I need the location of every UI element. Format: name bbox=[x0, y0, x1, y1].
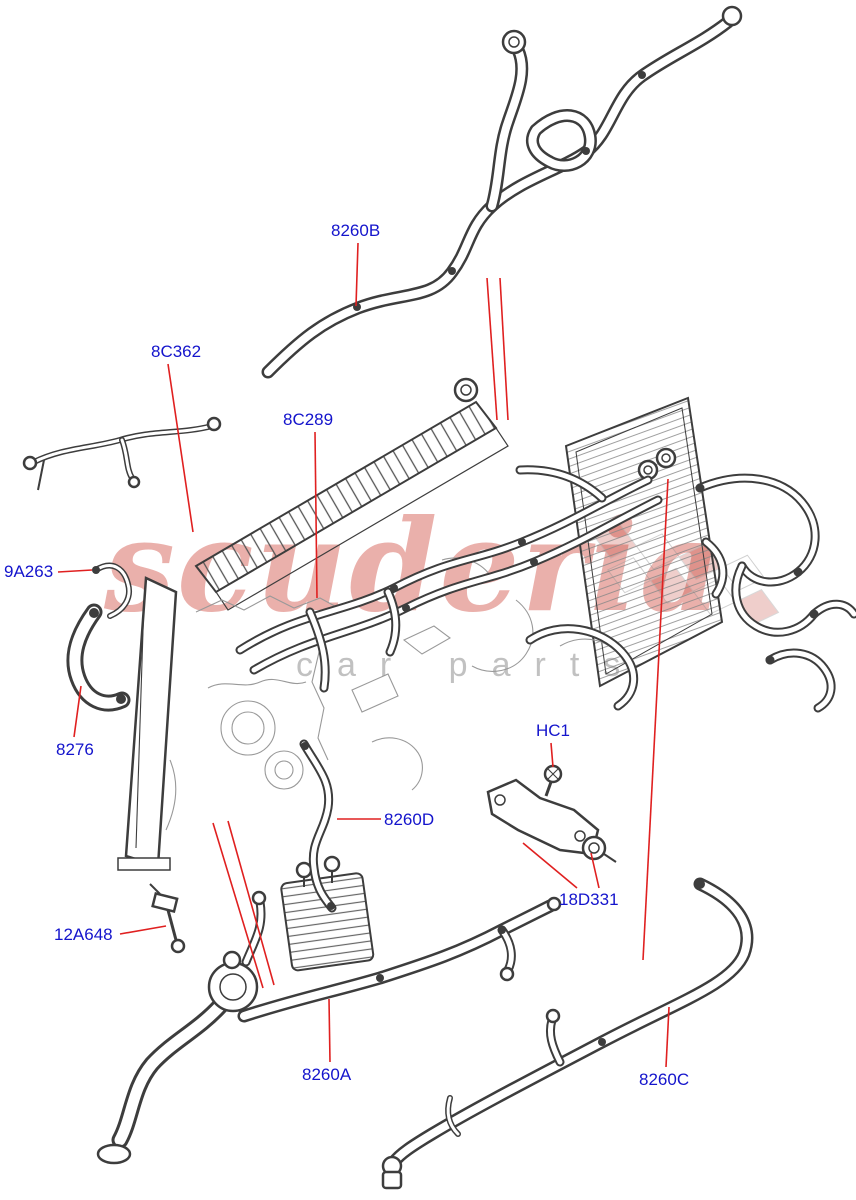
oil-cooler bbox=[280, 855, 375, 972]
part-label-8C362[interactable]: 8C362 bbox=[151, 342, 202, 361]
leader-line bbox=[499, 277, 509, 421]
leader-line bbox=[355, 242, 359, 307]
leader-line bbox=[328, 998, 331, 1063]
leader-line bbox=[642, 478, 669, 961]
leader-line bbox=[522, 842, 578, 889]
part-label-8260C[interactable]: 8260C bbox=[639, 1070, 690, 1089]
part-label-8276[interactable]: 8276 bbox=[56, 740, 94, 759]
condenser bbox=[564, 396, 724, 688]
water-pump-and-lower-hose bbox=[96, 890, 267, 1165]
hose-9A263 bbox=[92, 566, 129, 616]
leader-line bbox=[550, 742, 554, 768]
leader-line bbox=[212, 822, 264, 989]
part-label-18D331[interactable]: 18D331 bbox=[559, 890, 619, 909]
part-label-9A263[interactable]: 9A263 bbox=[4, 562, 54, 581]
leader-line bbox=[314, 431, 318, 599]
hose-8260D bbox=[301, 742, 335, 910]
leader-line bbox=[73, 685, 82, 738]
leader-line bbox=[167, 363, 194, 533]
part-label-8260A[interactable]: 8260A bbox=[302, 1065, 352, 1084]
screw-HC1 bbox=[543, 764, 563, 797]
leader-line bbox=[486, 277, 498, 421]
leader-line bbox=[57, 569, 93, 573]
hose-8260C bbox=[381, 879, 747, 1190]
bracket-18D331 bbox=[486, 778, 617, 863]
valve-12A648 bbox=[149, 883, 186, 954]
radiator bbox=[117, 377, 509, 871]
hose-8260B bbox=[268, 5, 743, 372]
hose-8276 bbox=[75, 608, 126, 704]
part-label-8260B[interactable]: 8260B bbox=[331, 221, 381, 240]
hose-8260A bbox=[244, 896, 562, 1016]
leader-line bbox=[665, 1006, 670, 1068]
part-label-8C289[interactable]: 8C289 bbox=[283, 410, 334, 429]
part-label-8260D[interactable]: 8260D bbox=[384, 810, 435, 829]
part-label-HC1[interactable]: HC1 bbox=[536, 721, 571, 740]
hoses-8C289 bbox=[240, 470, 658, 688]
leader-line bbox=[227, 820, 275, 986]
leader-line bbox=[590, 852, 600, 889]
pipe-8C362 bbox=[22, 416, 222, 491]
right-side-hoses bbox=[530, 478, 854, 708]
leader-line bbox=[119, 925, 167, 935]
part-label-12A648[interactable]: 12A648 bbox=[54, 925, 113, 944]
